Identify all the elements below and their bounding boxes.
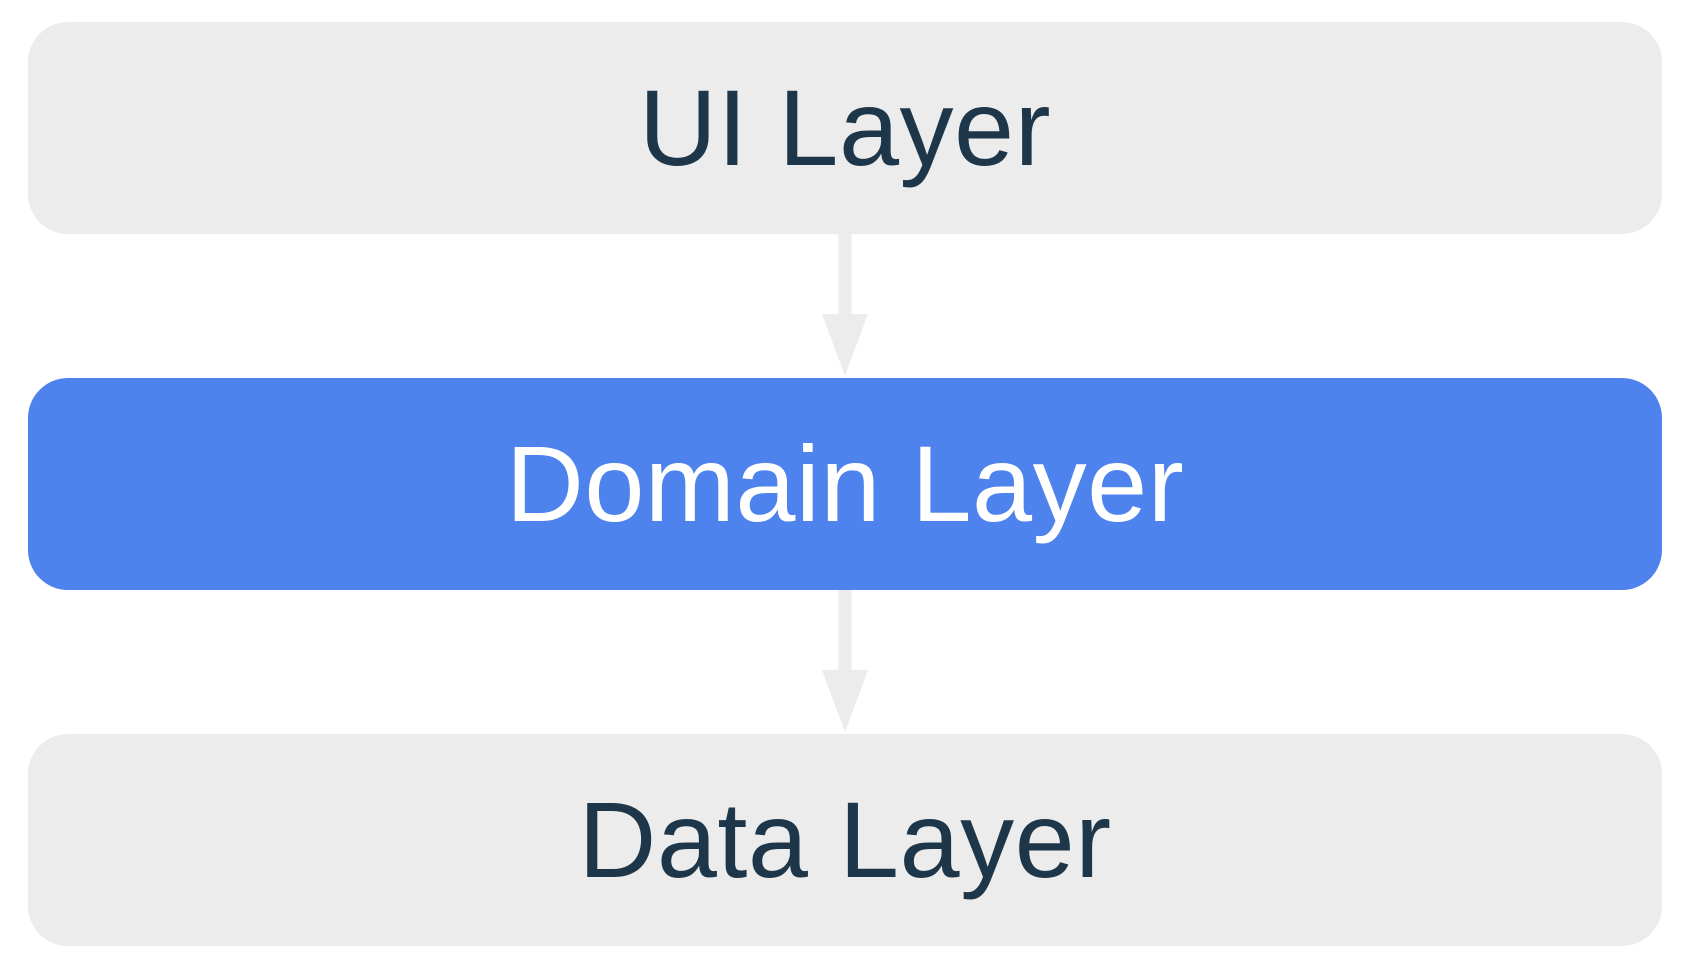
down-arrow-icon bbox=[822, 590, 868, 732]
arrow-ui-to-domain bbox=[28, 234, 1662, 378]
layer-domain-label: Domain Layer bbox=[505, 423, 1185, 544]
layer-data: Data Layer bbox=[28, 734, 1662, 946]
arrow-domain-to-data bbox=[28, 590, 1662, 734]
down-arrow-icon bbox=[822, 234, 868, 376]
layer-ui: UI Layer bbox=[28, 22, 1662, 234]
layer-ui-label: UI Layer bbox=[638, 67, 1052, 188]
layer-domain: Domain Layer bbox=[28, 378, 1662, 590]
layer-data-label: Data Layer bbox=[578, 779, 1112, 900]
